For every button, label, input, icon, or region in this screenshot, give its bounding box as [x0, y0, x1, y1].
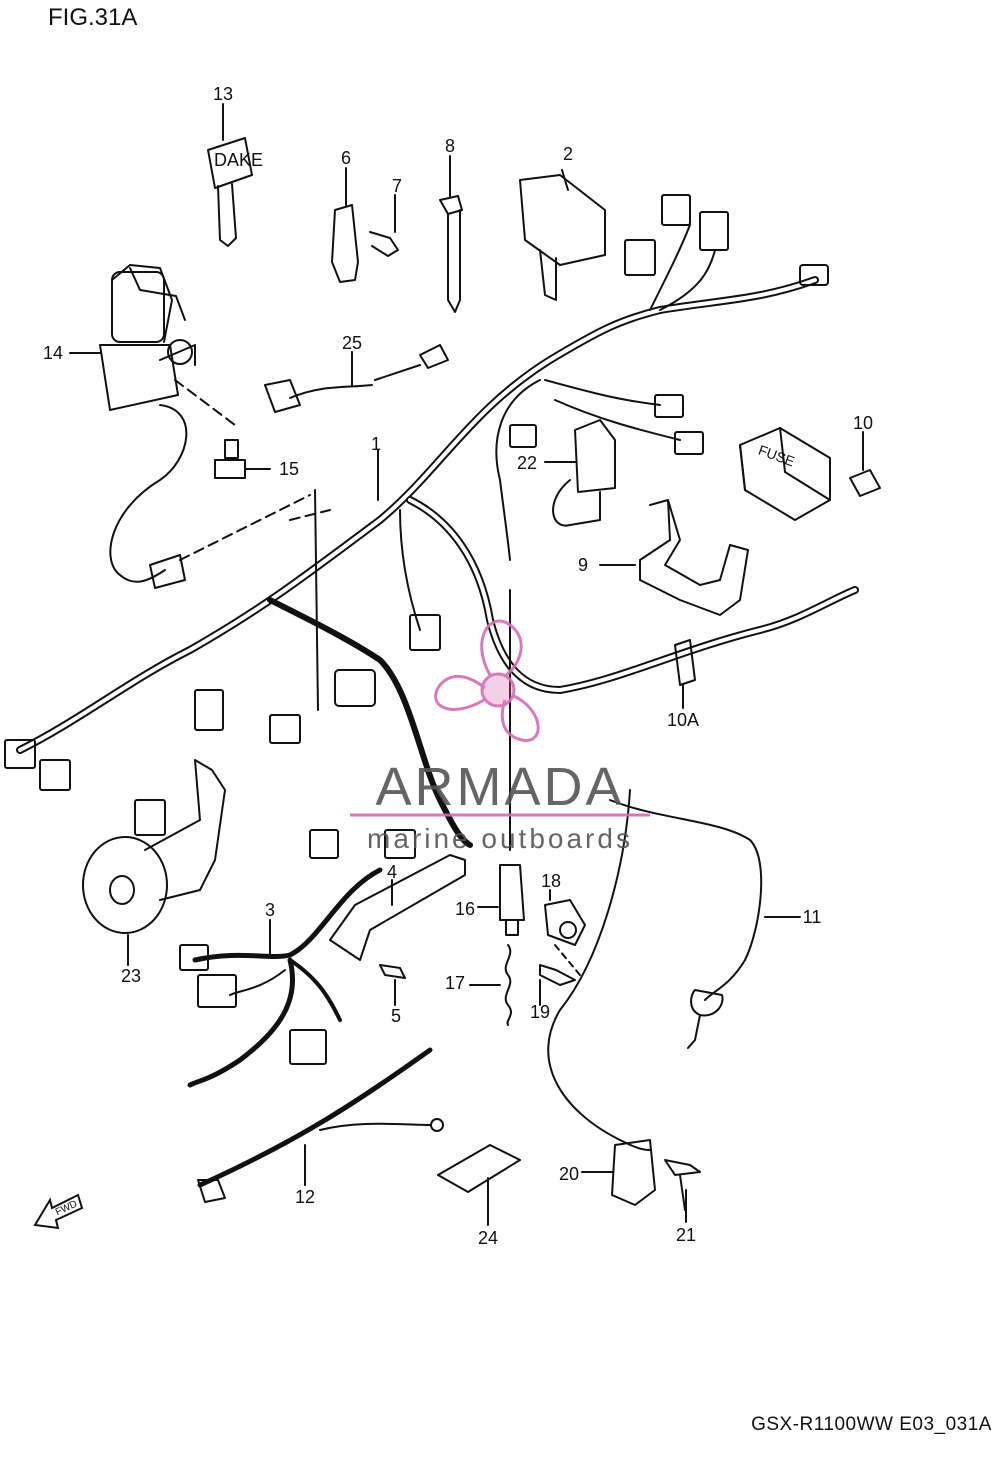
callout-25: 25 — [342, 333, 362, 353]
fuse-box: FUSE — [739, 427, 831, 521]
callout-9: 9 — [578, 555, 588, 575]
bolt-15 — [214, 439, 246, 479]
figure-title: FIG.31A — [48, 4, 138, 31]
arrow-forward-icon: FWD — [33, 1193, 84, 1230]
callout-23: 23 — [121, 966, 141, 986]
callout-10: 10 — [853, 413, 873, 433]
watermark-brand: ARMADA — [375, 757, 624, 817]
callout-20: 20 — [559, 1164, 579, 1184]
callout-8: 8 — [445, 136, 455, 156]
callout-24: 24 — [478, 1228, 498, 1248]
key-text: DAKE — [214, 150, 263, 170]
callout-16: 16 — [455, 899, 475, 919]
callout-11: 11 — [803, 907, 822, 927]
callout-15: 15 — [279, 459, 299, 479]
callout-4: 4 — [387, 862, 397, 882]
callout-1: 1 — [371, 434, 381, 454]
callout-10a: 10A — [667, 710, 699, 730]
horn — [82, 759, 226, 934]
callout-2: 2 — [563, 144, 573, 164]
callout-19: 19 — [530, 1002, 550, 1022]
callout-12: 12 — [295, 1187, 315, 1207]
callout-3: 3 — [265, 900, 275, 920]
watermark-logo: ARMADA marine outboards — [350, 619, 650, 854]
callout-6: 6 — [341, 148, 351, 168]
callout-22: 22 — [517, 453, 537, 473]
ignition-key: DAKE — [207, 137, 263, 247]
callout-7: 7 — [392, 176, 402, 196]
callout-21: 21 — [676, 1225, 696, 1245]
ignition-switch — [99, 264, 196, 411]
callout-14: 14 — [43, 343, 63, 363]
fuse-box-text: FUSE — [756, 442, 797, 470]
part-callouts: 1 2 3 4 5 6 7 8 9 10 10A 11 12 13 14 15 … — [43, 84, 873, 1248]
callout-13: 13 — [213, 84, 233, 104]
callout-17: 17 — [445, 973, 465, 993]
model-code: GSX-R1100WW E03_031A — [751, 1414, 992, 1435]
callout-18: 18 — [541, 871, 561, 891]
watermark-tagline: marine outboards — [367, 823, 633, 854]
callout-5: 5 — [391, 1006, 401, 1026]
